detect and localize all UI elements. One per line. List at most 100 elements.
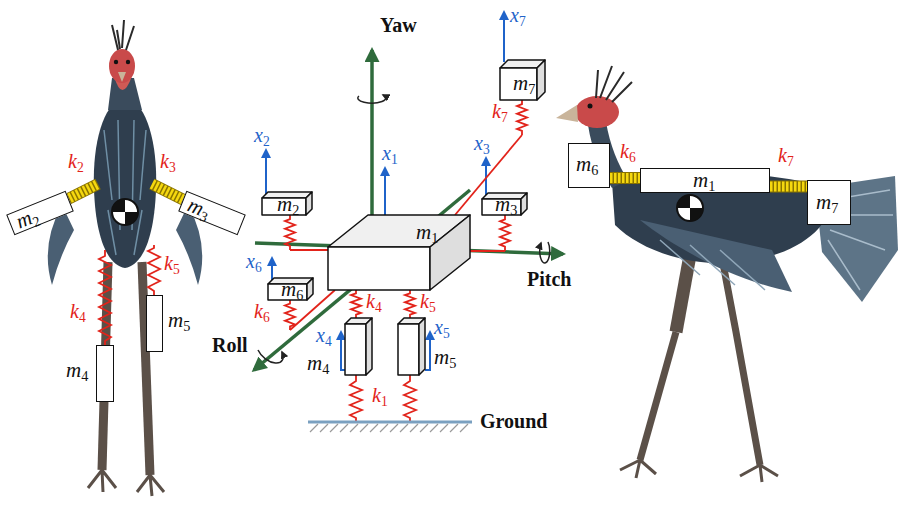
bird-side-view — [660, 240, 765, 290]
mass-box: m5 — [398, 318, 425, 375]
shoulder-spring — [66, 184, 98, 200]
axis-label: Yaw — [380, 14, 417, 36]
bird-side-view — [815, 176, 898, 302]
spring-label: 5 — [429, 300, 436, 315]
mass-label: 4 — [81, 368, 88, 384]
spring-label: 7 — [787, 154, 794, 169]
bird-side-view — [676, 255, 690, 332]
displacement-arrow — [265, 150, 267, 194]
spring-coil — [351, 290, 361, 318]
mass-label: m — [66, 358, 81, 382]
spring-label: k — [366, 290, 375, 312]
mass-label: 5 — [449, 355, 456, 371]
block-side-face — [306, 192, 312, 215]
spring-coil — [770, 182, 807, 192]
spring-coil — [405, 290, 415, 318]
spring-label: k — [160, 150, 169, 172]
spring-link — [290, 249, 328, 251]
mass-label: 2 — [292, 202, 299, 218]
mass-label: m5 — [434, 346, 456, 368]
mass-label: m — [168, 308, 183, 332]
bird-front-view — [109, 49, 135, 83]
mass-label: m6 — [281, 278, 303, 300]
displacement-arrow — [503, 12, 505, 62]
mass-box: m1 — [640, 168, 770, 193]
leg-spring — [99, 250, 111, 345]
mass-label: 4 — [322, 361, 329, 377]
spring-label: k6 — [254, 300, 270, 322]
spring-connector — [351, 290, 361, 318]
mass-box: m7 — [500, 60, 545, 100]
spring-label: k — [420, 290, 429, 312]
mass-box: m1 — [328, 215, 470, 290]
spring-label: 2 — [77, 160, 84, 175]
mass-block-outline — [328, 215, 470, 290]
block-side-face — [430, 215, 470, 290]
spring-coil — [517, 100, 527, 135]
bird-front-view — [94, 98, 156, 268]
spring-label: k — [164, 252, 173, 274]
spring-label: k7 — [778, 144, 794, 166]
spring-coil-outline — [610, 172, 640, 184]
rotation-arrow — [540, 242, 550, 263]
mass-label: m — [416, 220, 431, 244]
spring-coil — [285, 300, 295, 330]
block-side-face — [537, 60, 545, 100]
bird-side-view — [690, 208, 703, 221]
displacement-label: x — [316, 324, 325, 346]
ground-spring — [404, 375, 416, 422]
bird-side-view — [677, 195, 703, 221]
bird-front-view — [125, 212, 138, 225]
spring-connector — [455, 100, 527, 215]
spring-label: 4 — [79, 310, 86, 325]
block-side-face — [521, 193, 527, 215]
spring-label: k4 — [70, 300, 86, 322]
bird-side-view — [677, 195, 703, 221]
mass-box: m6 — [268, 278, 313, 300]
bird-side-view — [677, 195, 690, 208]
displacement-label: x — [382, 142, 391, 164]
spring-label: 7 — [501, 110, 508, 125]
mass-box: m2 — [262, 192, 312, 215]
mass-label: m — [576, 152, 591, 176]
ground-spring — [350, 375, 416, 422]
ground-label: Ground — [480, 410, 547, 432]
displacement-label: x4 — [316, 324, 332, 346]
shoulder-spring — [66, 184, 98, 200]
spring-connector — [610, 178, 640, 179]
ground-spring — [350, 375, 362, 422]
mass-label: m4 — [66, 359, 88, 381]
ground — [308, 421, 472, 424]
mass-label: m — [513, 71, 528, 95]
axis-label: Pitch — [527, 268, 571, 290]
spring-label: 6 — [263, 310, 270, 325]
mass-block-outline — [345, 318, 372, 375]
spring-label: k — [620, 140, 629, 162]
mass-box: m7 — [807, 180, 851, 225]
mass-box: m4 — [96, 345, 114, 402]
spring-label: k2 — [68, 150, 84, 172]
mass-box: m3 — [482, 193, 527, 215]
spring-label: k — [492, 100, 501, 122]
displacement-label: x5 — [434, 316, 450, 338]
displacement-label: 1 — [391, 152, 398, 167]
spring-label: k — [254, 300, 263, 322]
rotation-arrow — [258, 95, 550, 363]
spring-coil — [500, 215, 510, 251]
shoulder-spring — [66, 184, 184, 200]
bird-side-view — [620, 460, 778, 482]
mass-label: 5 — [183, 318, 190, 334]
bird-side-view — [640, 220, 792, 292]
mass-label: 6 — [591, 162, 598, 178]
rotation-arrow — [258, 350, 283, 363]
mass-label: m5 — [168, 309, 190, 331]
mass-label: m2 — [277, 193, 299, 215]
block-front-face — [398, 324, 419, 375]
spring-label: k7 — [492, 100, 508, 122]
bird-front-view — [142, 262, 150, 475]
block-side-face — [366, 318, 372, 375]
spring-coil — [285, 215, 295, 250]
spring-connector — [770, 186, 807, 187]
ground — [310, 424, 468, 432]
